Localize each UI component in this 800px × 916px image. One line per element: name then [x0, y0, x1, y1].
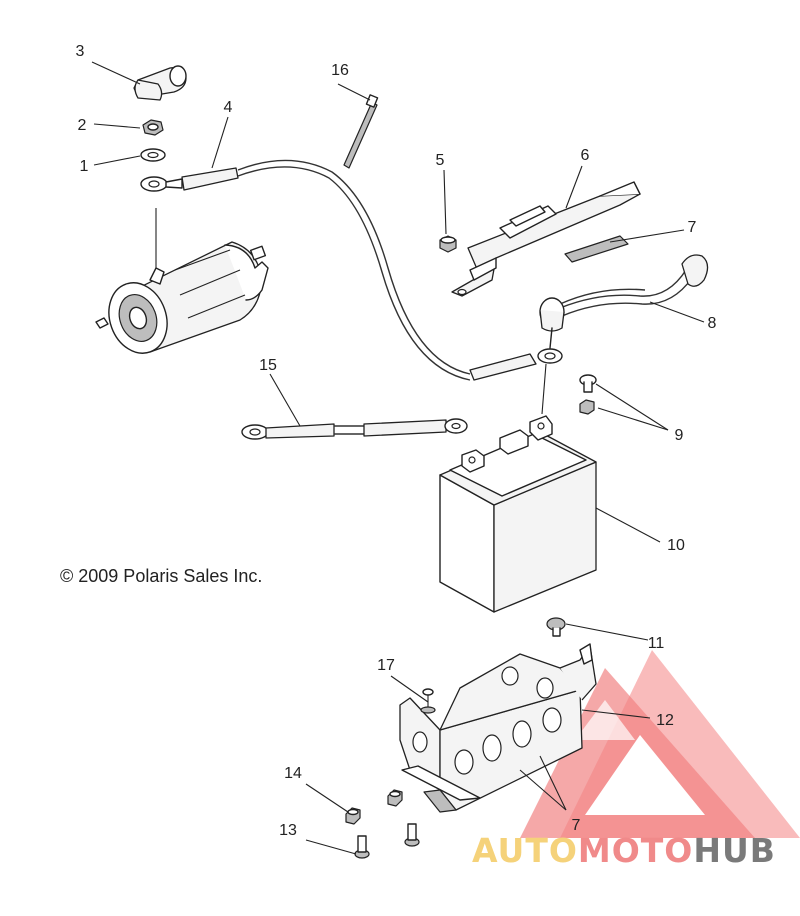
- ground-cable: [241, 418, 468, 440]
- callout-12: 12: [656, 712, 674, 729]
- callout-16: 16: [331, 62, 349, 79]
- watermark-text: AUTOMOTOHUB: [472, 831, 776, 870]
- nut: [142, 119, 164, 136]
- starter-cable: [140, 159, 471, 381]
- nuts: [345, 789, 403, 825]
- battery-box: [399, 643, 597, 813]
- callout-7-bottom: 7: [572, 817, 581, 834]
- callout-3: 1: [80, 158, 89, 175]
- rubber-pad: [564, 235, 629, 263]
- hold-down-bracket: [451, 181, 641, 297]
- callout-8: 8: [708, 315, 717, 332]
- starter-motor: [95, 208, 269, 354]
- stud: [420, 688, 436, 714]
- callout-11: 11: [648, 635, 665, 652]
- watermark-hub: HUB: [693, 831, 776, 870]
- terminal-bolt-and-nut: [579, 374, 597, 415]
- screw: [546, 617, 566, 637]
- callout-17: 17: [377, 657, 395, 674]
- callout-13: 13: [279, 822, 297, 839]
- callout-1: 3: [76, 43, 85, 60]
- copyright-notice: © 2009 Polaris Sales Inc.: [60, 566, 262, 586]
- callout-9: 9: [675, 427, 684, 444]
- callout-5: 5: [436, 152, 445, 169]
- terminal-boot: [133, 65, 187, 101]
- callout-6: 6: [581, 147, 590, 164]
- callout-labels: 3 2 1 4 5 6 7 8 9 10 11 12 13 14 15 16 1…: [76, 43, 717, 839]
- callout-2: 2: [78, 117, 87, 134]
- battery-cable: [469, 254, 709, 415]
- washer: [140, 148, 166, 162]
- cable-tie: [343, 94, 379, 169]
- flange-nut: [439, 235, 457, 253]
- callout-7-top: 7: [688, 219, 697, 236]
- leader-lines: [91, 61, 705, 855]
- callout-4: 4: [224, 99, 233, 116]
- watermark-logo: [520, 650, 800, 838]
- watermark-moto: MOTO: [578, 831, 693, 870]
- watermark-auto: AUTO: [472, 831, 578, 870]
- callout-15: 15: [259, 357, 277, 374]
- battery: [439, 415, 597, 613]
- bolts: [354, 823, 420, 859]
- callout-14: 14: [284, 765, 302, 782]
- callout-10: 10: [667, 537, 685, 554]
